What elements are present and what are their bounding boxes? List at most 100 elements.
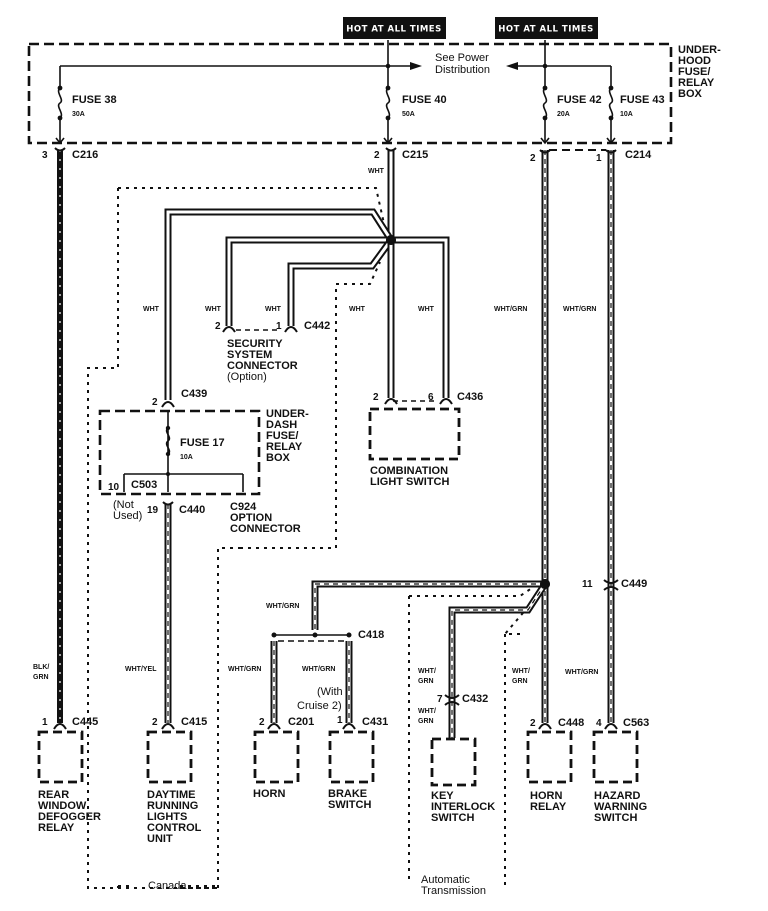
key-interlock-switch-box <box>430 737 477 787</box>
wire-label-wht-grn-key: WHT/ GRN <box>418 668 436 685</box>
c214-label: C214 <box>625 149 652 161</box>
svg-text:DEFOGGER: DEFOGGER <box>38 811 101 823</box>
wire-wht-to-c439 <box>164 208 394 400</box>
svg-text:REAR: REAR <box>38 789 69 801</box>
hot-at-all-times-label-1: HOT AT ALL TIMES <box>343 17 446 39</box>
svg-text:(Option): (Option) <box>227 371 267 383</box>
splice-point-wht <box>386 235 396 245</box>
c445-label: C445 <box>72 716 98 728</box>
svg-text:OPTION: OPTION <box>230 512 272 524</box>
c436-pin-a: 2 <box>373 392 379 403</box>
svg-text:SWITCH: SWITCH <box>328 799 371 811</box>
wire-label: WHT/GRN <box>494 306 527 313</box>
wire-label: WHT <box>205 306 222 313</box>
underdash-internal-bus <box>123 411 244 492</box>
svg-text:RELAY: RELAY <box>38 822 75 834</box>
see-power-distribution-note: See Power Distribution <box>435 52 490 76</box>
c436-pin-b: 6 <box>428 392 434 403</box>
c215-connector-icon <box>385 147 397 152</box>
horn-relay-box <box>526 730 573 784</box>
wires <box>53 147 619 738</box>
c432-connector-icon <box>444 694 460 706</box>
svg-text:Automatic: Automatic <box>421 874 470 886</box>
svg-text:GRN: GRN <box>33 674 49 681</box>
c442-pin-a: 2 <box>215 321 221 332</box>
c503-label: C503 <box>131 479 157 491</box>
automatic-transmission-note: Automatic Transmission <box>421 874 486 897</box>
c431-connector-icon <box>342 723 356 730</box>
c415-connector-icon <box>161 723 175 730</box>
arrow-right-icon <box>410 62 422 70</box>
auto-trans-region-outline <box>408 587 535 885</box>
c439-pin: 2 <box>152 397 158 408</box>
svg-text:HAZARD: HAZARD <box>594 790 640 802</box>
c214-pin-b: 1 <box>596 153 602 164</box>
c563-connector-icon <box>604 723 618 730</box>
svg-text:GRN: GRN <box>512 678 528 685</box>
with-cruise-note: (With Cruise 2) <box>297 686 343 712</box>
svg-text:WARNING: WARNING <box>594 801 647 813</box>
svg-text:LIGHTS: LIGHTS <box>147 811 187 823</box>
c214-pin-a: 2 <box>530 153 536 164</box>
c448-connector-icon <box>538 723 552 730</box>
c436-label: C436 <box>457 391 483 403</box>
c924-option-connector-label: C924 OPTION CONNECTOR <box>230 501 301 535</box>
c415-pin: 2 <box>152 717 158 728</box>
svg-text:WINDOW: WINDOW <box>38 800 87 812</box>
c436-pin2-connector-icon <box>384 398 398 405</box>
svg-text:GRN: GRN <box>418 678 434 685</box>
svg-text:10A: 10A <box>180 454 193 461</box>
c216-pin: 3 <box>42 150 48 161</box>
busbar-left <box>60 40 410 67</box>
security-system-connector-label: SECURITY SYSTEM CONNECTOR (Option) <box>227 338 298 383</box>
svg-text:HORN: HORN <box>253 788 285 800</box>
not-used-note: (Not Used) <box>113 499 142 522</box>
horn-box <box>253 730 300 784</box>
c442-pin2-connector-icon <box>222 326 236 333</box>
wire-label: WHT <box>265 306 282 313</box>
svg-text:RUNNING: RUNNING <box>147 800 198 812</box>
canada-note: Canada <box>148 880 187 892</box>
c439-connector-icon <box>161 401 175 408</box>
c449-connector-icon <box>603 579 619 591</box>
combination-light-switch-box <box>368 407 461 461</box>
svg-text:CONNECTOR: CONNECTOR <box>230 523 301 535</box>
c215-pin: 2 <box>374 150 380 161</box>
svg-text:HORN: HORN <box>530 790 562 802</box>
svg-text:BOX: BOX <box>266 452 291 464</box>
wire-label-blk-grn: BLK/ GRN <box>33 664 49 681</box>
c201-label: C201 <box>288 716 314 728</box>
c415-label: C415 <box>181 716 207 728</box>
svg-text:Cruise 2): Cruise 2) <box>297 700 342 712</box>
c432-label: C432 <box>462 693 488 705</box>
svg-text:BLK/: BLK/ <box>33 664 49 671</box>
drl-control-unit-label: DAYTIME RUNNING LIGHTS CONTROL UNIT <box>147 789 202 845</box>
c448-label: C448 <box>558 717 584 729</box>
svg-text:FUSE 17: FUSE 17 <box>180 437 225 449</box>
c449-label: C449 <box>621 578 647 590</box>
combination-light-switch-label: COMBINATION LIGHT SWITCH <box>370 465 449 488</box>
c442-label: C442 <box>304 320 330 332</box>
svg-text:COMBINATION: COMBINATION <box>370 465 448 477</box>
wire-label: WHT/GRN <box>266 603 299 610</box>
svg-text:CONNECTOR: CONNECTOR <box>227 360 298 372</box>
svg-text:GRN: GRN <box>418 718 434 725</box>
drl-control-unit-box <box>146 730 193 784</box>
fuse-17-label: FUSE 17 10A <box>180 437 225 461</box>
fuse-38-label: FUSE 38 30A <box>72 94 117 118</box>
c215-label: C215 <box>402 149 428 161</box>
svg-text:FUSE 42: FUSE 42 <box>557 94 602 106</box>
svg-text:(Not: (Not <box>113 499 134 511</box>
svg-text:WHT/: WHT/ <box>418 708 436 715</box>
svg-text:Distribution: Distribution <box>435 64 490 76</box>
wire-wht-grn-to-key-interlock <box>448 582 548 738</box>
svg-text:RELAY: RELAY <box>678 77 715 89</box>
c436-pin6-connector-icon <box>439 398 453 405</box>
svg-text:Used): Used) <box>113 510 142 522</box>
c214-pin2-connector-icon <box>539 149 551 154</box>
underdash-box-label: UNDER- DASH FUSE/ RELAY BOX <box>266 408 309 464</box>
fuse-43-icon <box>606 66 616 145</box>
busbar-right <box>518 40 611 67</box>
c439-label: C439 <box>181 388 207 400</box>
hot-label-text: HOT AT ALL TIMES <box>346 25 442 35</box>
